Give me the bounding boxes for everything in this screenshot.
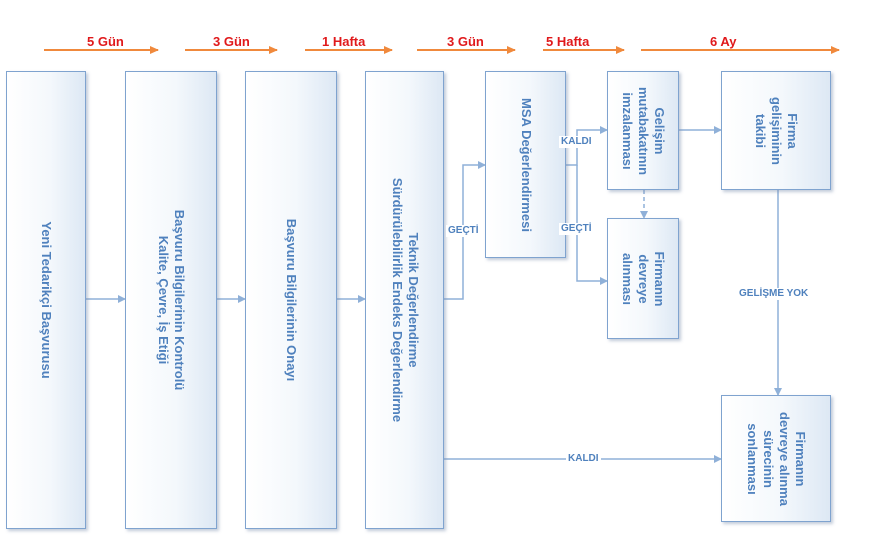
- connector-msa-to-devreye: [576, 165, 608, 285]
- node-basvuru-bilgileri-onayi: Başvuru Bilgilerinin Onayı: [245, 71, 337, 529]
- node-label: Firmanın devreye alınma sürecinin sonlan…: [745, 411, 808, 506]
- node-label: MSA Değerlendirmesi: [518, 97, 534, 232]
- node-firma-gelisim-takibi: Firma gelişiminin takibi: [721, 71, 831, 190]
- node-msa-degerlendirmesi: MSA Değerlendirmesi: [485, 71, 566, 258]
- node-teknik-degerlendirme: Teknik Değerlendirme Sürdürülebilirlik E…: [365, 71, 444, 529]
- node-firmanin-devreye-alinmasi: Firmanın devreye alınması: [607, 218, 679, 339]
- node-basvuru-bilgileri-kontrolu: Başvuru Bilgilerinin Kontrolü Kalite, Çe…: [125, 71, 217, 529]
- edge-label-gecti-msa: GEÇTİ: [446, 225, 481, 237]
- node-label: Başvuru Bilgilerinin Kontrolü Kalite, Çe…: [156, 209, 187, 391]
- edge-label-kaldi-msa: KALDI: [559, 136, 594, 148]
- timeline-label-3-gun: 3 Gün: [213, 34, 250, 49]
- edge-label-kaldi-sonlanma: KALDI: [566, 453, 601, 465]
- node-label: Gelişim mutabakatının imzalanması: [620, 86, 667, 175]
- node-label: Firma gelişiminin takibi: [753, 96, 800, 165]
- node-label: Teknik Değerlendirme Sürdürülebilirlik E…: [389, 177, 421, 423]
- timeline-label-5-hafta: 5 Hafta: [546, 34, 590, 49]
- timeline-label-3-gun-2: 3 Gün: [447, 34, 484, 49]
- edge-label-gelisme-yok: GELİŞME YOK: [737, 288, 811, 300]
- node-label: Firmanın devreye alınması: [620, 251, 667, 306]
- node-yeni-tedarikci-basvurusu: Yeni Tedarikçi Başvurusu: [6, 71, 86, 529]
- edge-label-gecti-devreye: GEÇTİ: [559, 223, 594, 235]
- node-label: Başvuru Bilgilerinin Onayı: [284, 218, 299, 382]
- node-gelisim-mutabakati: Gelişim mutabakatının imzalanması: [607, 71, 679, 190]
- timeline-label-5-gun: 5 Gün: [87, 34, 124, 49]
- timeline-label-6-ay: 6 Ay: [710, 34, 737, 49]
- timeline-label-1-hafta: 1 Hafta: [322, 34, 366, 49]
- node-devreye-alma-sonlanmasi: Firmanın devreye alınma sürecinin sonlan…: [721, 395, 831, 522]
- node-label: Yeni Tedarikçi Başvurusu: [39, 221, 54, 379]
